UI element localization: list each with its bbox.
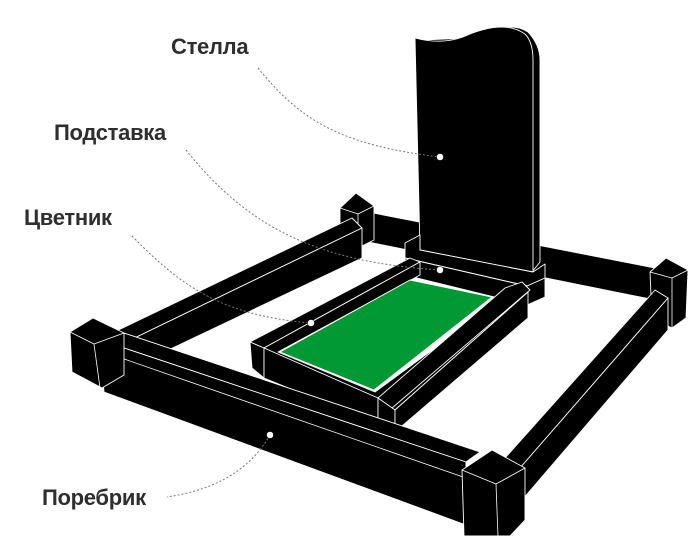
marker-stele [436,153,444,161]
label-stand: Подставка [54,120,166,145]
label-stele: Стелла [171,34,249,59]
label-border: Поребрик [42,485,146,510]
leader-stele [257,67,441,158]
flowerbed [249,257,531,433]
label-flowerbed: Цветник [24,205,112,230]
flowerbed-soil [278,279,494,391]
leader-flowerbed [131,235,311,324]
leader-border [166,434,271,498]
border-post-front-left [69,317,125,389]
stele [414,26,541,273]
border-right-rail [504,289,669,501]
marker-flowerbed [307,319,315,327]
marker-stand [436,266,444,274]
border-post-front-right [461,449,526,536]
marker-border [266,431,274,439]
